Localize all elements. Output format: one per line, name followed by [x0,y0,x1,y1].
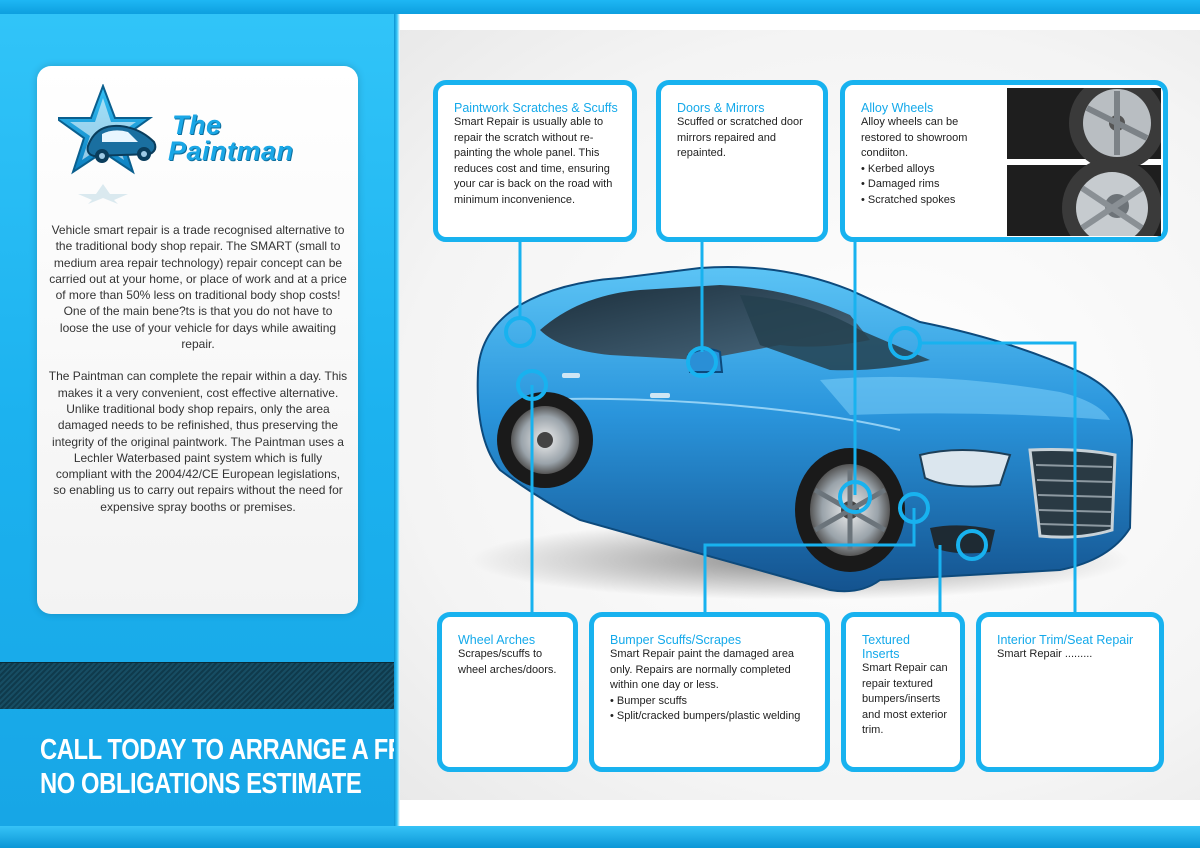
brand-logo: The Paintman [58,84,338,204]
box-interior-trim: Interior Trim/Seat Repair Smart Repair .… [976,612,1164,772]
box-doors-text: Scuffed or scratched door mirrors repair… [677,116,803,159]
box-alloy-wheels: Alloy Wheels Alloy wheels can be restore… [840,80,1168,242]
box-textured-inserts: Textured Inserts Smart Repair can repair… [841,612,965,772]
bottom-border-bar [0,826,1200,848]
marker-paintwork [504,316,536,348]
list-item: Damaged rims [861,177,988,193]
marker-interior [888,326,922,360]
marker-doors [686,346,718,378]
list-item: Scratched spokes [861,193,988,209]
box-paintwork: Paintwork Scratches & Scuffs Smart Repai… [433,80,637,242]
intro-text: Vehicle smart repair is a trade recognis… [48,222,348,531]
brand-line1: The [172,110,222,140]
box-int-text: Smart Repair ......... [997,648,1093,660]
intro-paragraph-2: The Paintman can complete the repair wit… [48,369,348,514]
cta-line2: NO OBLIGATIONS ESTIMATE [40,768,362,800]
car-grille [1028,448,1117,539]
call-to-action: CALL TODAY TO ARRANGE A FREE NO OBLIGATI… [40,733,436,801]
box-arch-text: Scrapes/scuffs to wheel arches/doors. [458,648,557,676]
top-border-bar [0,0,1200,14]
dark-stripe-band [0,662,394,709]
marker-arch [516,369,548,401]
cta-line1: CALL TODAY TO ARRANGE A FREE [40,734,436,766]
brand-line2: Paintman [168,136,294,166]
marker-bumper [898,492,930,524]
box-bumper-list: Bumper scuffs Split/cracked bumpers/plas… [610,694,813,725]
box-bumper-text: Smart Repair paint the damaged area only… [610,648,795,691]
box-doors-title: Doors & Mirrors [677,101,765,115]
star-car-logo-icon [58,84,157,204]
car-headlight [918,449,1012,488]
box-alloy-list: Kerbed alloys Damaged rims Scratched spo… [861,162,988,209]
alloy-wheel-photos [1007,88,1161,236]
box-tex-text: Smart Repair can repair textured bumpers… [862,662,948,736]
list-item: Split/cracked bumpers/plastic welding [610,709,813,725]
car-windscreen [740,295,930,371]
box-alloy-title: Alloy Wheels [861,101,934,115]
box-alloy-text: Alloy wheels can be restored to showroom… [861,116,968,159]
box-int-title: Interior Trim/Seat Repair [997,633,1134,647]
box-bumper: Bumper Scuffs/Scrapes Smart Repair paint… [589,612,830,772]
box-arch-title: Wheel Arches [458,633,536,647]
box-doors-mirrors: Doors & Mirrors Scuffed or scratched doo… [656,80,828,242]
list-item: Bumper scuffs [610,694,813,710]
box-wheel-arches: Wheel Arches Scrapes/scuffs to wheel arc… [437,612,578,772]
intro-paragraph-1: Vehicle smart repair is a trade recognis… [49,223,347,352]
brand-wordmark: The Paintman [168,110,294,166]
box-paintwork-title: Paintwork Scratches & Scuffs [454,101,618,115]
marker-alloy [838,480,872,514]
list-item: Kerbed alloys [861,162,988,178]
box-tex-title: Textured Inserts [862,633,910,661]
box-bumper-title: Bumper Scuffs/Scrapes [610,633,742,647]
box-paintwork-text: Smart Repair is usually able to repair t… [454,116,613,206]
marker-textured [956,529,988,561]
